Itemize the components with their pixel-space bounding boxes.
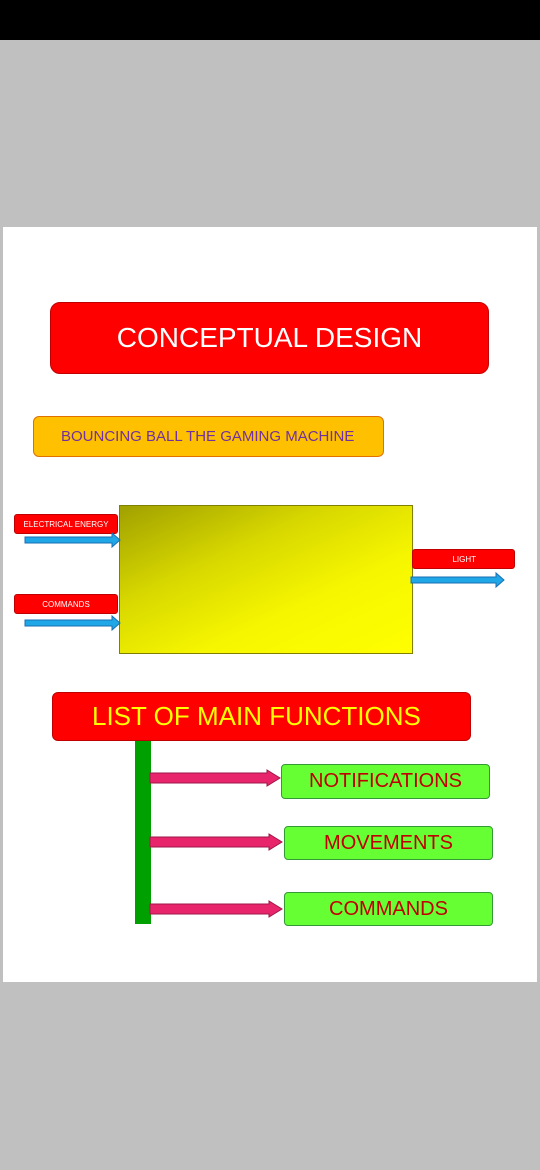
output-label-light: LIGHT — [412, 549, 515, 569]
function-arrow-movements — [149, 833, 283, 851]
input-arrow-electrical-energy — [24, 531, 121, 549]
function-arrow-notifications — [149, 769, 281, 787]
status-bar — [0, 0, 540, 40]
input-label-commands: COMMANDS — [14, 594, 118, 614]
machine-name-label: BOUNCING BALL THE GAMING MACHINE — [33, 416, 384, 457]
output-arrow-light — [410, 571, 505, 589]
conceptual-design-title: CONCEPTUAL DESIGN — [50, 302, 489, 374]
function-box-movements: MOVEMENTS — [284, 826, 493, 860]
main-functions-title: LIST OF MAIN FUNCTIONS — [52, 692, 471, 741]
function-box-notifications: NOTIFICATIONS — [281, 764, 490, 799]
function-box-commands: COMMANDS — [284, 892, 493, 926]
input-label-electrical-energy: ELECTRICAL ENERGY — [14, 514, 118, 534]
slide-canvas: CONCEPTUAL DESIGN BOUNCING BALL THE GAMI… — [3, 227, 537, 982]
machine-block — [119, 505, 413, 654]
input-arrow-commands — [24, 614, 121, 632]
function-arrow-commands — [149, 900, 283, 918]
function-tree-trunk — [135, 741, 151, 924]
